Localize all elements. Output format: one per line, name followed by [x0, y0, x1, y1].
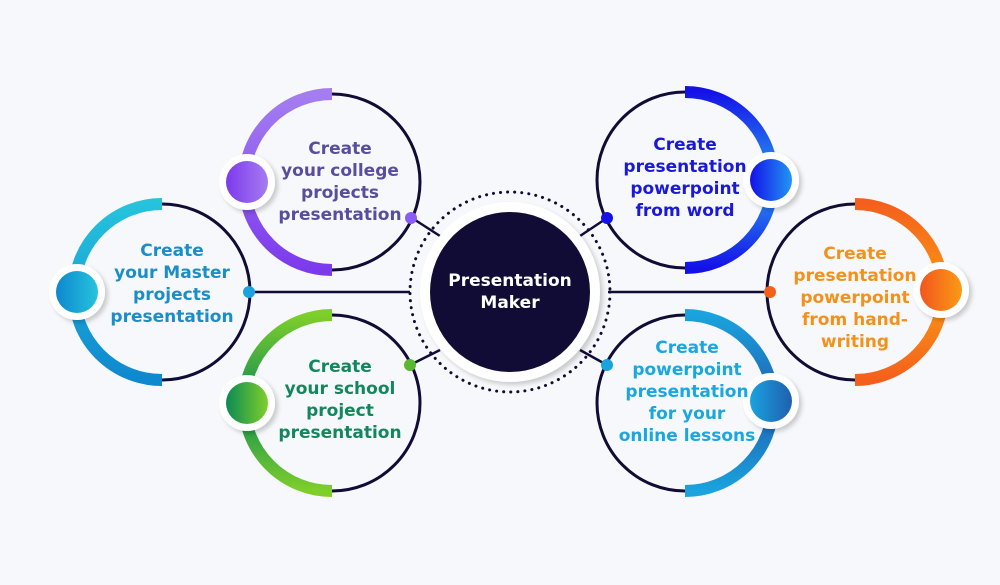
- center-label-line-1: Presentation: [448, 271, 572, 291]
- label-line: Create: [308, 139, 372, 159]
- node-word: [595, 86, 799, 274]
- center-label-line-2: Maker: [480, 293, 540, 313]
- node-master: [49, 198, 255, 386]
- label-handwriting: Create presentation powerpoint from hand…: [780, 243, 930, 353]
- label-line: presentation: [793, 266, 917, 286]
- node-school: [219, 309, 422, 497]
- label-line: presentation: [625, 382, 749, 402]
- node-handwriting: [764, 198, 969, 386]
- label-line: projects: [301, 183, 379, 203]
- label-line: Create: [308, 357, 372, 377]
- label-line: Create: [653, 135, 717, 155]
- label-line: your college: [281, 161, 399, 181]
- label-line: Create: [140, 241, 204, 261]
- label-line: presentation: [110, 307, 234, 327]
- label-line: projects: [133, 285, 211, 305]
- center-label: Presentation Maker: [435, 270, 585, 314]
- label-line: online lessons: [618, 426, 756, 446]
- label-line: Create: [655, 338, 719, 358]
- label-line: your Master: [114, 263, 230, 283]
- node-college: [219, 88, 422, 276]
- label-line: for your: [648, 404, 726, 424]
- center-hub: [408, 190, 612, 394]
- label-master: Create your Master projects presentation: [97, 240, 247, 328]
- label-line: presentation: [623, 157, 747, 177]
- label-line: Create: [823, 244, 887, 264]
- label-line: powerpoint: [800, 288, 910, 308]
- label-line: presentation: [278, 423, 402, 443]
- label-line: presentation: [278, 205, 402, 225]
- node-online: [595, 309, 799, 497]
- label-line: from hand-: [802, 310, 908, 330]
- label-line: your school: [284, 379, 396, 399]
- label-word: Create presentation powerpoint from word: [610, 134, 760, 222]
- label-college: Create your college projects presentatio…: [265, 138, 415, 226]
- label-line: writing: [820, 332, 890, 352]
- label-line: powerpoint: [632, 360, 742, 380]
- label-line: from word: [635, 201, 735, 221]
- label-line: project: [306, 401, 374, 421]
- connector-college: [411, 216, 441, 238]
- label-online: Create powerpoint presentation for your …: [602, 337, 772, 447]
- label-line: powerpoint: [630, 179, 740, 199]
- label-school: Create your school project presentation: [265, 356, 415, 444]
